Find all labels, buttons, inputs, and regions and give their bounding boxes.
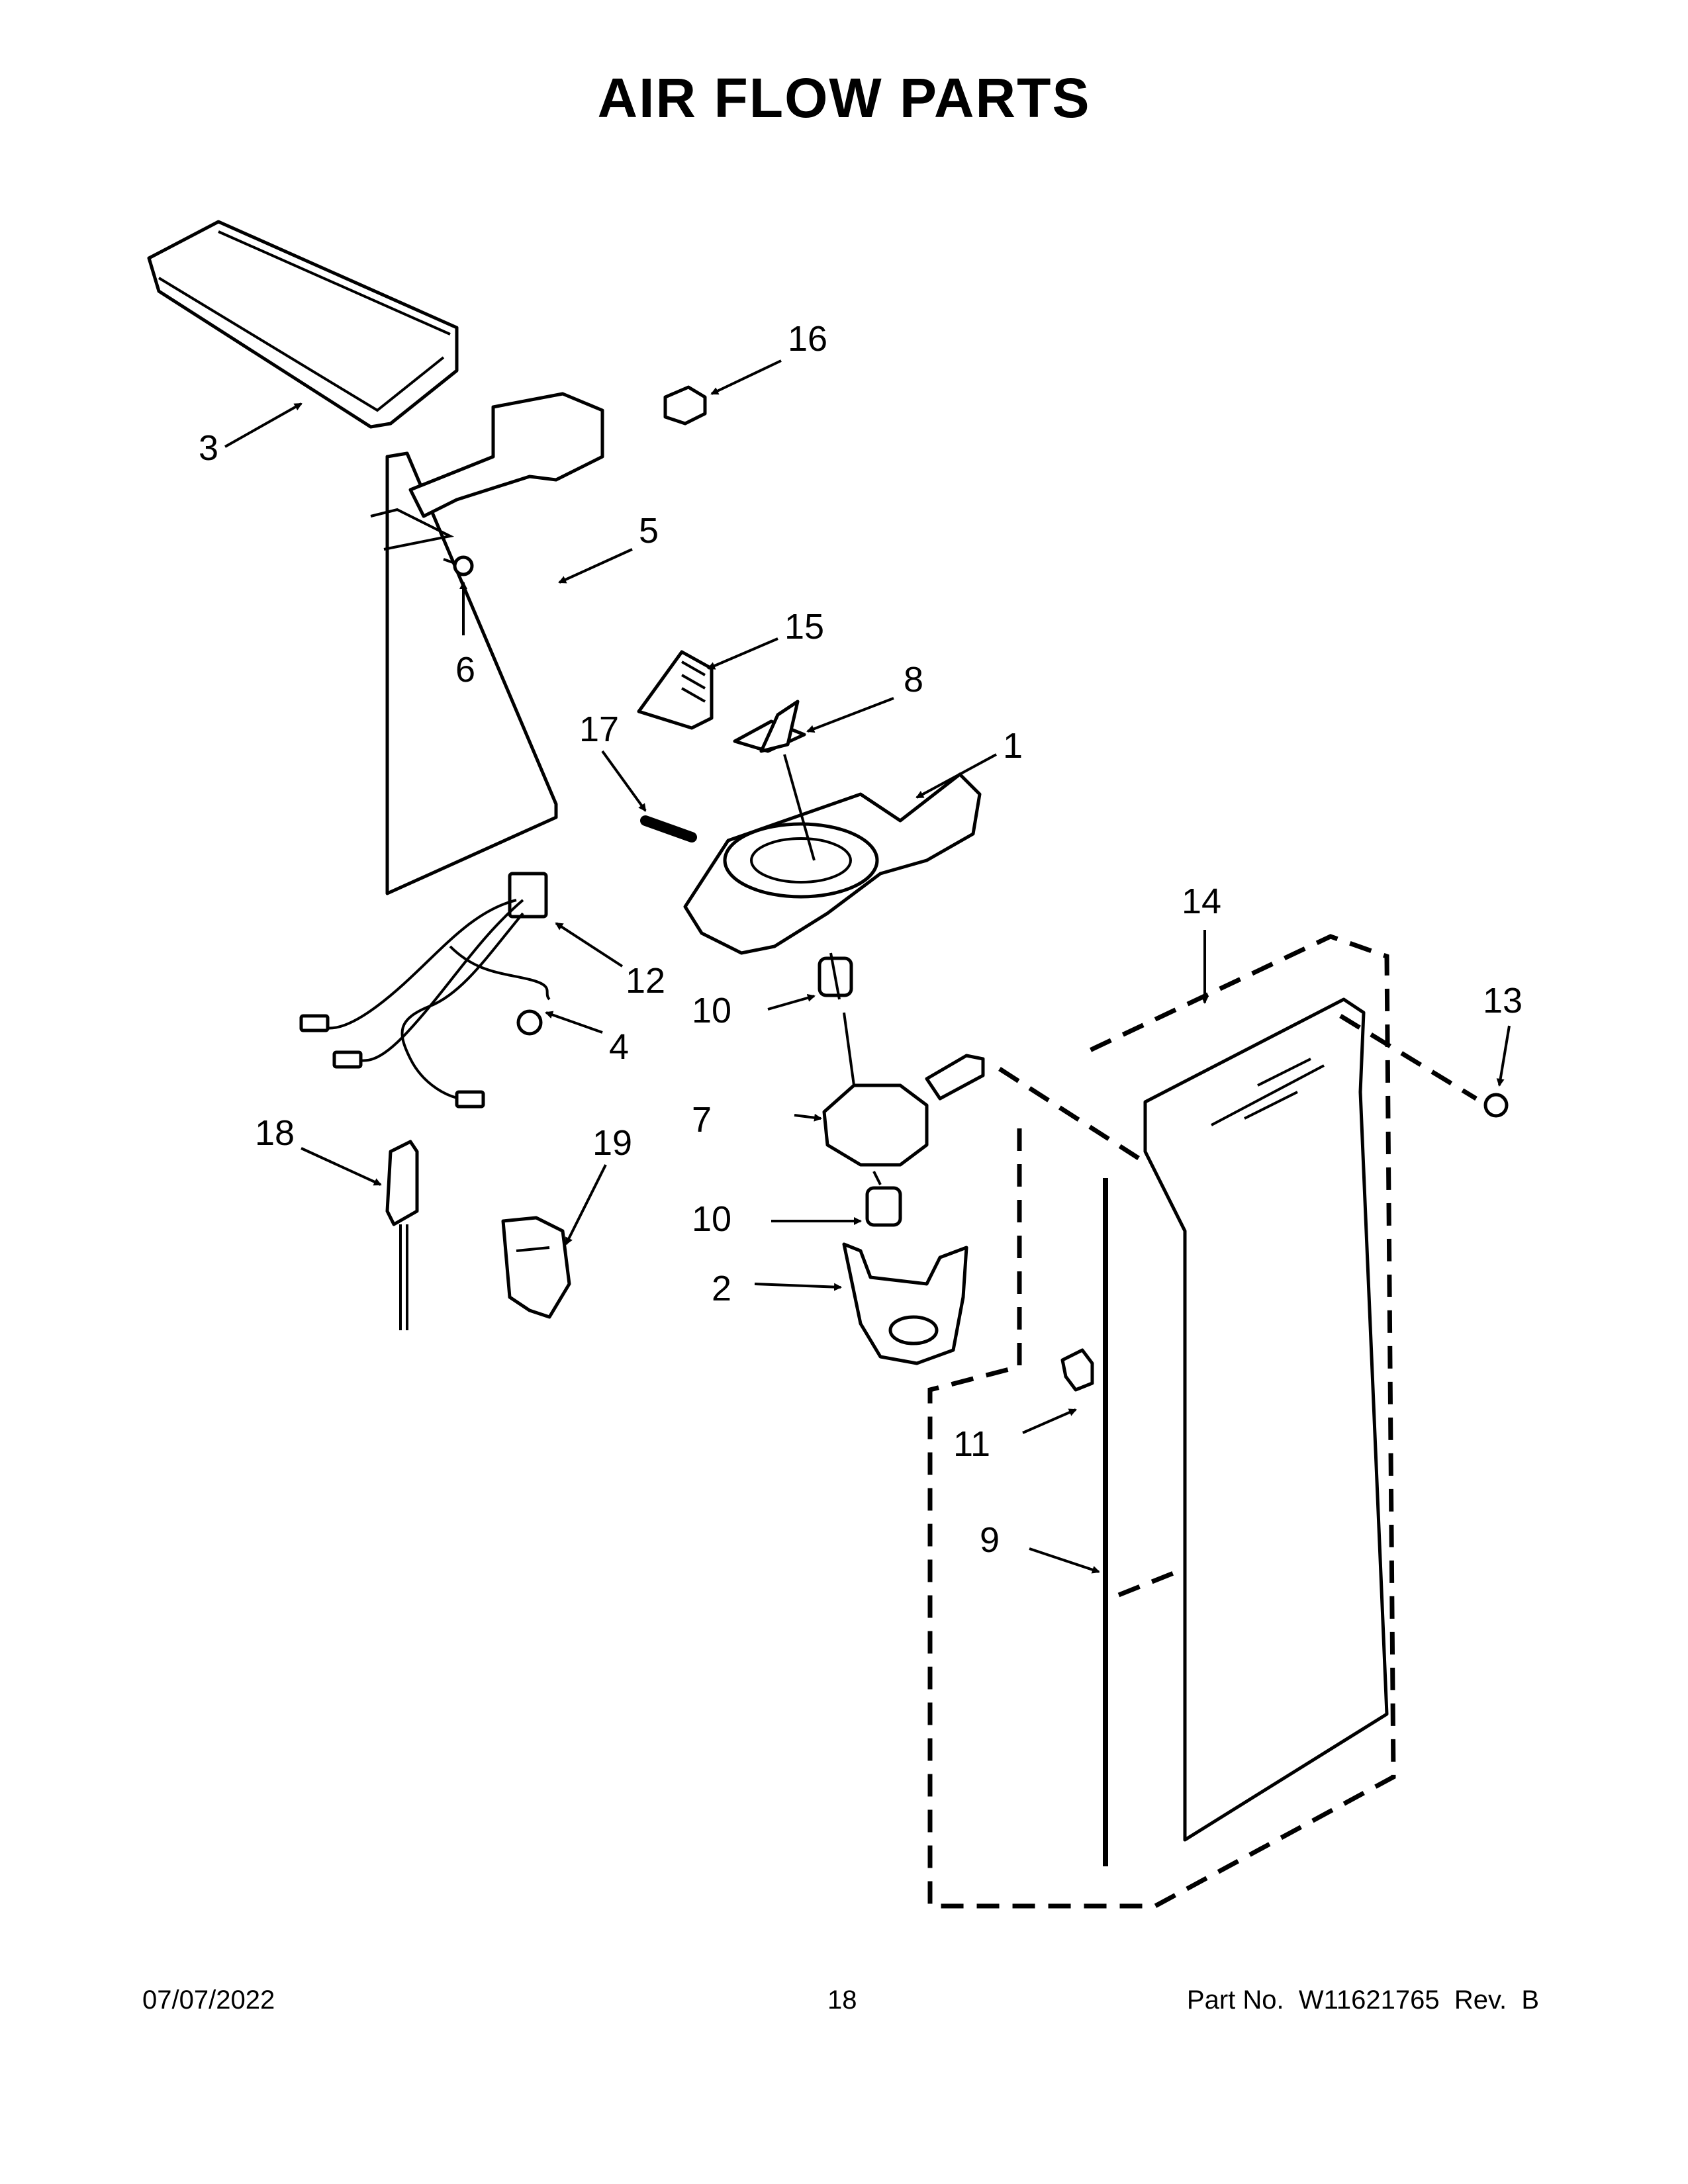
- part-19-clip: [501, 1216, 571, 1319]
- callout-14: 14: [1182, 882, 1221, 921]
- footer-page-number: 18: [827, 1985, 857, 2015]
- callout-5: 5: [639, 511, 659, 551]
- part-6-screw: [443, 555, 474, 576]
- part-15-louver: [637, 650, 714, 730]
- callout-3: 3: [199, 428, 218, 468]
- callout-4: 4: [609, 1027, 629, 1067]
- part-18-thermistor: [385, 1140, 419, 1330]
- part-5-panel: [370, 392, 604, 895]
- part-14-rear-panel: [1143, 997, 1389, 1842]
- callout-6: 6: [455, 650, 475, 690]
- part-16-clip: [663, 385, 707, 426]
- part-12-wire-harness: [299, 872, 551, 1109]
- page-title: AIR FLOW PARTS: [597, 67, 1091, 129]
- callout-10-upper: 10: [692, 991, 731, 1030]
- callout-18: 18: [255, 1113, 295, 1153]
- part-1-fan-housing: [683, 754, 982, 955]
- callout-1: 1: [1003, 726, 1023, 766]
- callout-11: 11: [953, 1424, 990, 1464]
- part-10-grommet-lower: [865, 1186, 902, 1227]
- panel-link-line: [998, 1067, 1140, 1160]
- seal-9-link-line: [1117, 1566, 1186, 1598]
- part-13-screw: [1483, 1093, 1509, 1118]
- callout-16: 16: [788, 319, 827, 359]
- callout-17: 17: [579, 709, 619, 749]
- callout-10-lower: 10: [692, 1199, 731, 1239]
- assembly-group-outline: [927, 934, 1396, 1909]
- callout-19: 19: [592, 1123, 632, 1163]
- part-10-grommet-upper: [818, 952, 853, 1000]
- screw-13-link-line: [1339, 1014, 1477, 1101]
- callout-9: 9: [980, 1520, 1000, 1560]
- callout-2: 2: [712, 1269, 731, 1308]
- footer-part-number: Part No. W11621765 Rev. B: [1186, 1985, 1539, 2015]
- part-2-motor-bracket: [842, 1242, 968, 1365]
- callout-7: 7: [692, 1100, 712, 1140]
- part-8-fan-blade: [733, 700, 806, 753]
- part-7-fan-motor: [822, 1012, 985, 1185]
- callout-15: 15: [784, 607, 824, 647]
- part-3-duct-rail: [147, 220, 459, 429]
- callout-13: 13: [1483, 981, 1523, 1021]
- callout-12: 12: [626, 961, 665, 1001]
- part-17-rod: [640, 815, 697, 842]
- part-4-grommet: [516, 1009, 543, 1036]
- callout-leaders: [224, 359, 1511, 1574]
- callout-8: 8: [904, 660, 923, 700]
- footer-date: 07/07/2022: [142, 1985, 275, 2015]
- part-11-clip: [1060, 1348, 1094, 1392]
